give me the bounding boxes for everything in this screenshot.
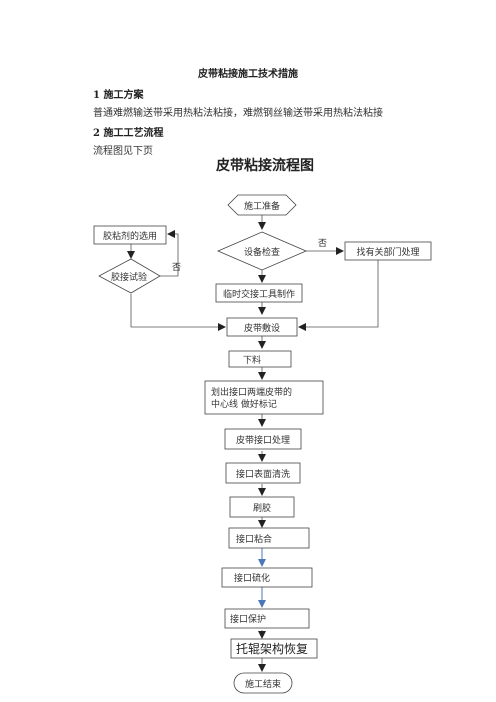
glue-label: 刷胶 [253, 502, 271, 514]
connector [130, 294, 226, 331]
section-2-text: 流程图见下页 [93, 146, 153, 157]
belt-lay-label: 皮带敷设 [244, 322, 280, 334]
idler-restore-box [230, 638, 318, 659]
vulcanize-box [221, 567, 313, 588]
flow-connectors [127, 215, 379, 672]
surface-clean-box [225, 462, 301, 484]
cut-label: 下料 [243, 354, 261, 366]
section-2-heading: 2 施工工艺流程 [93, 128, 164, 139]
connector [298, 260, 379, 331]
protect-box [224, 608, 310, 629]
end-node-label: 施工结束 [245, 678, 281, 690]
idler-restore-label: 托辊架构恢复 [236, 641, 308, 656]
start-node [227, 194, 297, 216]
start-node-label: 施工准备 [244, 200, 280, 212]
equipment-check-label: 设备检查 [244, 246, 280, 258]
section-1-heading: 1 施工方案 [93, 90, 144, 101]
joint-process-label: 皮带接口处理 [236, 434, 290, 446]
equipment-check-decision [216, 231, 308, 271]
protect-label: 接口保护 [230, 613, 266, 625]
mark-line-text-line2: 中心线 做好标记 [211, 398, 277, 410]
vulcanize-label: 接口硫化 [234, 572, 270, 584]
adhesive-test-label: 胶接试验 [111, 271, 147, 283]
mark-line-text: 划出接口两端皮带的 [211, 386, 292, 398]
cut-box [228, 350, 292, 368]
no-label-right: 否 [318, 238, 327, 249]
adhesive-select-label: 胶粘剂的选用 [103, 230, 157, 242]
report-dept-label: 找有关部门处理 [356, 246, 419, 258]
end-node [233, 672, 293, 694]
adhesive-test-decision [98, 258, 161, 294]
temp-tools-box [215, 283, 303, 303]
temp-tools-label: 临时交接工具制作 [223, 288, 295, 300]
flowchart-title: 皮带粘接流程图 [216, 158, 314, 174]
bond-box [228, 527, 310, 549]
connector-loop [160, 230, 179, 277]
document-title: 皮带粘接施工技术措施 [198, 69, 298, 80]
bond-label: 接口粘合 [236, 533, 272, 545]
no-label-left: 否 [172, 262, 181, 273]
section-1-text: 普通难燃输送带采用热粘法粘接，难燃钢丝输送带采用热粘法粘接 [93, 108, 383, 119]
report-dept-box [344, 241, 432, 261]
mark-line-box [204, 380, 324, 415]
glue-box [229, 496, 295, 518]
surface-clean-label: 接口表面清洗 [236, 468, 290, 480]
joint-process-box [224, 428, 302, 450]
belt-lay-box [226, 317, 298, 337]
mark-line-label: 划出接口两端皮带的 中心线 做好标记 [211, 386, 295, 410]
adhesive-select-box [93, 225, 167, 245]
